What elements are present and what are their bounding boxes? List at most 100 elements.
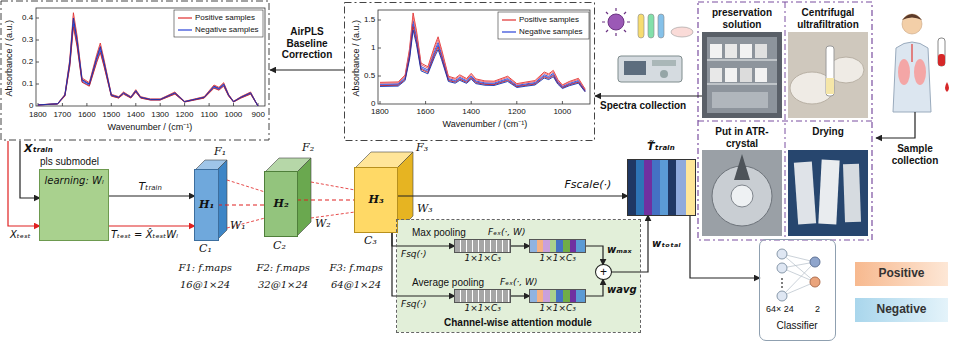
output-class: Positive	[855, 262, 948, 286]
legend-box	[174, 10, 263, 37]
photo-panel	[698, 2, 872, 240]
lab-icons	[671, 27, 693, 37]
node-text: Wavenumber / (cm⁻¹)	[108, 122, 193, 132]
spectra-curves	[38, 13, 258, 106]
photo-panel	[698, 2, 872, 240]
patient-figure	[938, 38, 945, 66]
annotation: W₃	[417, 203, 433, 216]
lab-icons	[608, 14, 624, 30]
photo-drying	[794, 161, 816, 224]
photo-preservation	[707, 37, 777, 113]
photo-centrifugal	[826, 46, 834, 96]
photo-centrifugal	[826, 78, 834, 94]
patient-figure	[893, 42, 931, 112]
photo-preservation	[702, 32, 782, 118]
connector	[108, 225, 195, 226]
patient-figure	[876, 14, 949, 138]
spectra-curves	[380, 30, 585, 92]
edge-label: Spectra collection	[600, 100, 686, 112]
legend-text: Positive samples	[519, 15, 579, 24]
connector	[297, 199, 355, 200]
annotation: 1700	[53, 110, 71, 119]
patient-figure	[902, 14, 922, 34]
pls-submodel-box: pls submodellearning: Wₗ	[40, 170, 108, 240]
weight-vector: 1×1×C₃	[530, 240, 585, 252]
photo-preservation	[702, 32, 782, 118]
pooled-vector: 1×1×C₃	[455, 240, 510, 252]
connector	[585, 279, 603, 296]
photo-centrifugal	[788, 32, 868, 118]
connector	[611, 215, 648, 272]
node-text: 1×1×C₃	[540, 253, 576, 263]
classifier-network	[781, 278, 783, 280]
attention-ground	[397, 220, 640, 332]
annotation: Sample collection	[877, 143, 953, 166]
legend-box	[178, 17, 192, 18]
node-text: Absorbance / (a.u.)	[351, 20, 361, 97]
lab-icons	[648, 14, 654, 38]
photo-drying	[788, 150, 868, 236]
spectra-curves	[38, 18, 258, 106]
annotation: 0	[29, 101, 33, 110]
annotation: 1200	[508, 107, 526, 116]
annotation: F₃	[416, 142, 428, 155]
classifier-network	[781, 286, 783, 288]
node-text: 2	[815, 304, 820, 314]
legend-box	[498, 12, 589, 39]
classifier-network	[810, 277, 820, 287]
node-text: Channel-wise attention module	[444, 317, 592, 329]
annotation: W₂	[315, 218, 331, 231]
node-text: 1×1×C₃	[540, 303, 576, 313]
annotation: 0.3	[22, 35, 33, 44]
node-text: Put in ATR-crystal	[702, 126, 782, 149]
lab-icons	[638, 14, 644, 38]
annotation: 0	[371, 99, 375, 108]
spectra-curves	[38, 13, 258, 106]
photo-atr	[702, 150, 782, 236]
node-text: Classifier	[777, 320, 818, 332]
annotation: 1800	[371, 107, 389, 116]
lab-icons	[660, 70, 668, 78]
annotation: 900	[252, 110, 265, 119]
connector	[690, 215, 760, 278]
edge-label: Xₜₑₛₜ	[10, 229, 31, 241]
node-text: learning: Wₗ	[45, 175, 104, 187]
photo-tile: preservation solution	[702, 5, 782, 118]
classifier-network	[777, 249, 787, 259]
annotation: 0.2	[22, 57, 33, 66]
connector	[397, 195, 628, 196]
connector	[585, 246, 603, 265]
connector	[270, 69, 344, 70]
photo-tile: Centrifugal ultrafiltration	[788, 5, 868, 118]
node-text: Drying	[788, 126, 868, 138]
edge-label: Fₑₓ(·, W)	[488, 227, 525, 237]
photo-tile: Put in ATR-crystal	[702, 124, 782, 237]
node-text: Absorbance / (a.u.)	[4, 20, 14, 97]
legend-text: Positive samples	[195, 13, 255, 22]
annotation: 1400	[462, 107, 480, 116]
legend-box	[178, 29, 192, 30]
node-text: H₂	[274, 198, 289, 211]
block-faces	[297, 158, 311, 236]
photo-preservation	[712, 92, 768, 108]
feature-block: H₃	[355, 168, 397, 232]
annotation: 1200	[176, 110, 194, 119]
patient-figure	[914, 59, 926, 85]
annotation: 64@1×24	[331, 279, 381, 291]
edge-label: wₘₐₓ	[607, 244, 632, 256]
photo-preservation	[740, 68, 752, 82]
annotation: W₁	[230, 220, 246, 233]
edge-label: AirPLS Baseline Correction	[271, 26, 343, 61]
photo-centrifugal	[788, 32, 868, 118]
photo-preservation	[755, 44, 767, 58]
annotation: C₂	[273, 240, 286, 253]
photo-atr	[731, 185, 753, 207]
annotation: 1.5	[364, 15, 375, 24]
photo-drying	[843, 164, 861, 223]
photo-tile: Drying	[788, 124, 868, 237]
lab-icons	[602, 8, 630, 36]
annotation: 1000	[225, 110, 243, 119]
legend-box	[502, 31, 516, 32]
annotation: F₂	[302, 142, 314, 155]
